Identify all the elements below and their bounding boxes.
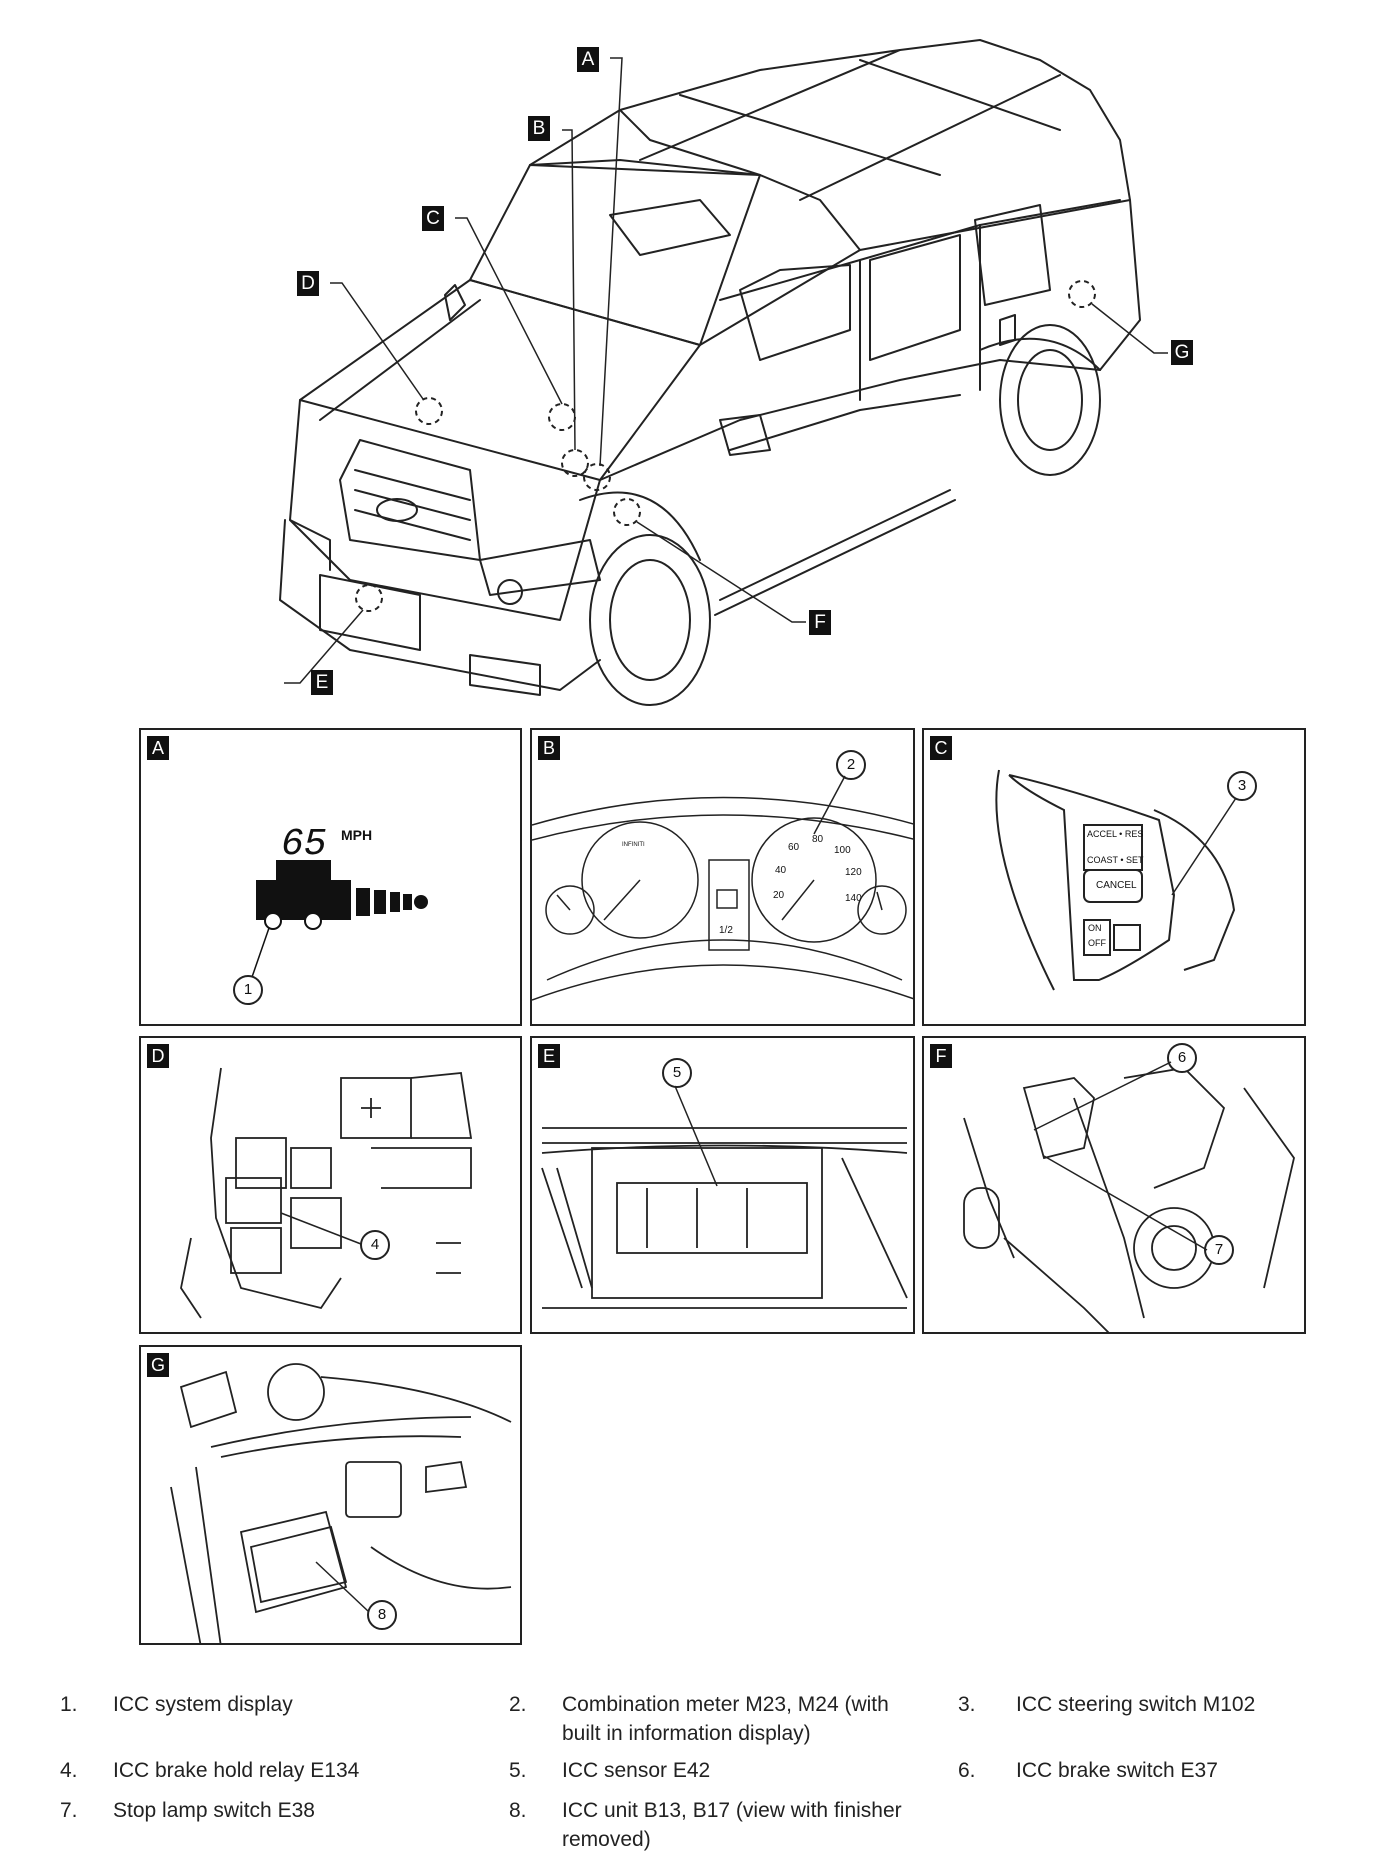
marker-2: 2 [836,750,866,780]
legend-text: ICC steering switch M102 [1016,1693,1256,1716]
gauge-tick-20: 20 [773,890,785,901]
panel-c-tag: C [930,736,952,760]
panel-f-tag: F [930,1044,952,1068]
panel-e-leader [674,1085,718,1187]
panel-b-combination-meter: B 20 40 60 80 100 120 140 1/2 INFINITI 2 [530,728,915,1026]
vehicle-line-drawing [279,39,1168,706]
legend-num: 7. [60,1799,78,1822]
location-circle-e [355,584,383,612]
gauge-tick-140: 140 [845,893,862,904]
accel-res-button[interactable]: ACCEL • RES [1087,829,1144,839]
marker-1: 1 [233,975,263,1005]
panel-e-tag: E [538,1044,560,1068]
legend-text-cont: built in information display) [562,1722,811,1745]
panel-c-drawing [995,769,1236,991]
marker-3: 3 [1227,771,1257,801]
panel-g-drawing [170,1363,512,1643]
gauge-tick-100: 100 [834,845,851,856]
callout-e: E [311,670,333,695]
callout-g: G [1171,340,1193,365]
panel-d-leader [280,1212,362,1245]
coast-set-button[interactable]: COAST • SET [1087,855,1144,865]
legend-num: 2. [509,1693,527,1716]
panel-g-leader [315,1561,370,1613]
legend-num: 5. [509,1759,527,1782]
gauge-tick-80: 80 [812,834,824,845]
panel-c-leader [1171,797,1237,896]
panel-f-brake-switches: F 6 7 [922,1036,1306,1334]
panel-f-leader [1033,1061,1208,1251]
legend-item-8: 8. ICC unit B13, B17 (view with finisher… [509,1796,949,1856]
panel-a-tag: A [147,736,169,760]
tachometer-brand: INFINITI [622,842,645,848]
off-label[interactable]: OFF [1088,938,1106,948]
panel-e-drawing [541,1127,908,1309]
speed-readout: 65 [281,823,327,866]
callout-b: B [528,116,550,141]
gauge-tick-120: 120 [845,867,862,878]
legend-text: Combination meter M23, M24 (with [562,1693,889,1716]
marker-8: 8 [367,1600,397,1630]
legend-text: ICC brake hold relay E134 [113,1759,360,1782]
panel-g-tag: G [147,1353,169,1377]
legend-num: 6. [958,1759,976,1782]
legend-num: 8. [509,1799,527,1822]
location-circle-b [561,449,589,477]
location-circle-f [613,498,641,526]
vehicle-overview: A B C D E F G [0,0,1376,720]
panel-b-leader [813,775,846,835]
location-circle-c [548,403,576,431]
callout-c: C [422,206,444,231]
location-circle-a [583,463,611,491]
panel-g-icc-unit: G 8 [139,1345,522,1645]
legend-num: 1. [60,1693,78,1716]
legend-num: 3. [958,1693,976,1716]
legend-text: ICC unit B13, B17 (view with finisher [562,1799,902,1822]
callout-a: A [577,47,599,72]
legend-item-2: 2. Combination meter M23, M24 (with buil… [509,1690,939,1750]
legend-text: ICC brake switch E37 [1016,1759,1218,1782]
fuel-label: 1/2 [719,925,733,936]
legend-text: ICC system display [113,1693,293,1716]
panel-a-drawing [250,860,428,981]
marker-4: 4 [360,1230,390,1260]
legend: 1. ICC system display 2. Combination met… [0,1690,1376,1860]
legend-text-cont: removed) [562,1828,651,1851]
cancel-button[interactable]: CANCEL [1096,880,1137,891]
panel-d-tag: D [147,1044,169,1068]
panel-b-drawing [532,796,913,1001]
panel-b-tag: B [538,736,560,760]
gauge-tick-40: 40 [775,865,787,876]
panel-a-icc-display: A 65 MPH 1 [139,728,522,1026]
panel-d-drawing [180,1067,473,1319]
legend-text: Stop lamp switch E38 [113,1799,315,1822]
location-circle-d [415,397,443,425]
speed-unit: MPH [341,827,373,843]
marker-5: 5 [662,1058,692,1088]
panel-c-steering-switch: C ACCEL • RES COAST • SET CANCEL ON OFF … [922,728,1306,1026]
marker-6: 6 [1167,1043,1197,1073]
callout-f: F [809,610,831,635]
legend-num: 4. [60,1759,78,1782]
location-circle-g [1068,280,1096,308]
marker-7: 7 [1204,1235,1234,1265]
panel-d-brake-hold-relay: D 4 [139,1036,522,1334]
legend-text: ICC sensor E42 [562,1759,711,1782]
panel-e-icc-sensor: E 5 [530,1036,915,1334]
on-label[interactable]: ON [1088,923,1102,933]
leader-lines [284,57,1168,684]
callout-d: D [297,271,319,296]
gauge-tick-60: 60 [788,842,800,853]
